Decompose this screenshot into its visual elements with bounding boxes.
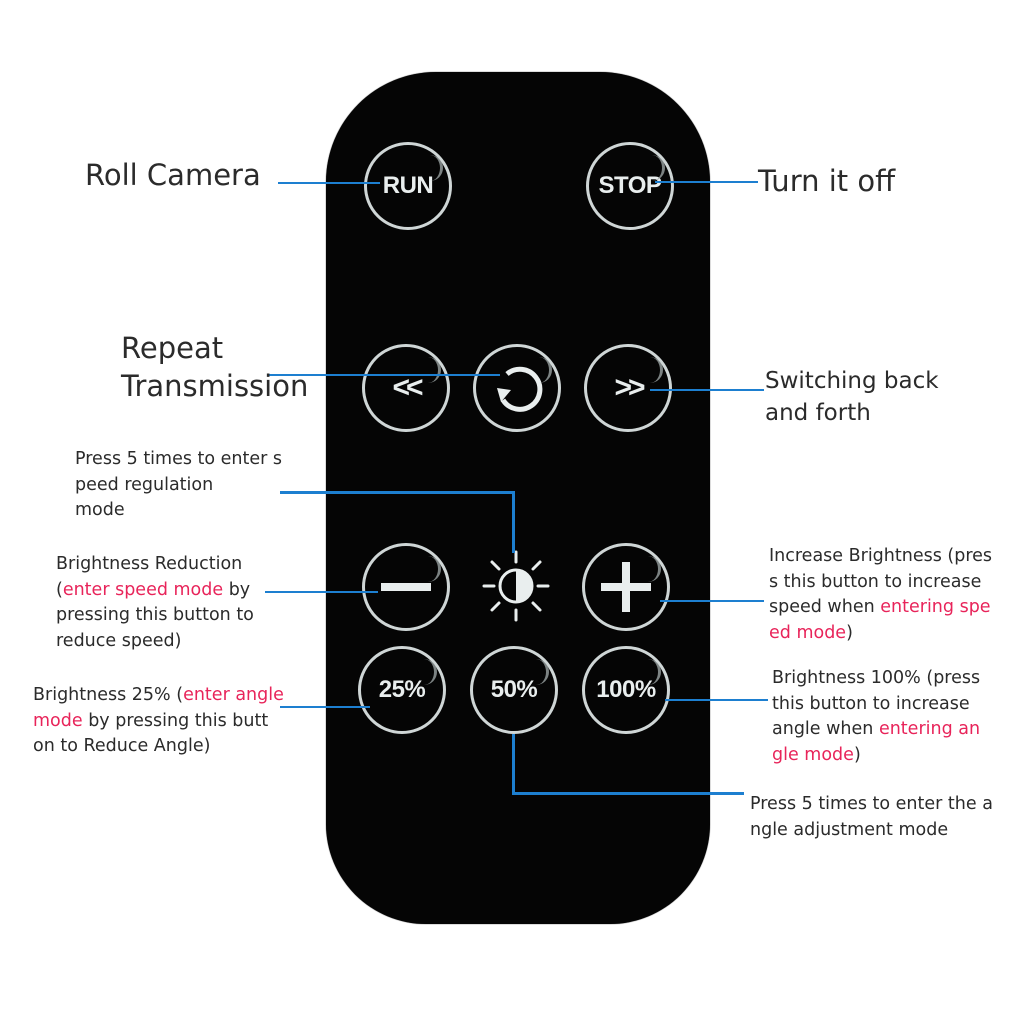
run-button-label: RUN (382, 172, 434, 199)
plus-icon (601, 562, 651, 612)
brightness-25-label: 25% (378, 676, 426, 703)
brightness-25-button[interactable]: 25% (358, 646, 446, 734)
callout-brightness-reduction: Brightness Reduction (enter speed mode b… (56, 552, 254, 654)
brightness-down-button[interactable] (362, 543, 450, 631)
callout-text: ) (853, 744, 861, 765)
forward-button-label: >> (614, 371, 645, 404)
leader-speed-mode-h (280, 491, 514, 494)
leader-brightness-reduction (265, 591, 378, 593)
callout-repeat-transmission: Repeat Transmission (121, 331, 309, 403)
rewind-button[interactable]: << (362, 344, 450, 432)
brightness-icon[interactable] (476, 546, 556, 626)
callout-highlight: entering spe ed mode (769, 597, 991, 643)
callout-text: Brightness 100% (press this button to in… (772, 668, 981, 739)
callout-highlight: enter angle mode (33, 685, 284, 731)
callout-highlight: entering an gle mode (772, 719, 981, 765)
brightness-100-label: 100% (596, 676, 656, 703)
stop-button-label: STOP (598, 172, 662, 199)
forward-button[interactable]: >> (584, 344, 672, 432)
repeat-icon (489, 360, 545, 416)
leader-angle-mode-h (512, 792, 744, 795)
callout-highlight: enter speed mode (62, 579, 224, 600)
callout-roll-camera: Roll Camera (85, 158, 261, 192)
callout-turn-off: Turn it off (758, 164, 896, 198)
leader-brightness-100 (665, 699, 768, 701)
callout-text: Increase Brightness (pres s this button … (769, 546, 993, 617)
run-button[interactable]: RUN (364, 142, 452, 230)
stop-button[interactable]: STOP (586, 142, 674, 230)
minus-icon (381, 581, 431, 593)
callout-increase-brightness: Increase Brightness (pres s this button … (769, 544, 992, 646)
leader-roll-camera (278, 182, 380, 184)
callout-text: ) (846, 622, 853, 643)
leader-switching (650, 389, 764, 391)
callout-text: Brightness Reduction ( (56, 554, 243, 600)
leader-repeat (268, 374, 500, 376)
callout-text: by pressing this button to reduce speed) (56, 579, 254, 651)
brightness-50-button[interactable]: 50% (470, 646, 558, 734)
callout-brightness-25: Brightness 25% (enter angle mode by pres… (33, 683, 284, 760)
callout-speed-mode: Press 5 times to enter s peed regulation… (75, 449, 283, 520)
callout-angle-mode: Press 5 times to enter the a ngle adjust… (750, 794, 993, 840)
leader-angle-mode-v (512, 734, 515, 794)
callout-switching: Switching back and forth (765, 368, 939, 426)
callout-brightness-100: Brightness 100% (press this button to in… (772, 666, 980, 768)
leader-increase-brightness (660, 600, 764, 602)
leader-turn-off (655, 181, 758, 183)
brightness-up-button[interactable] (582, 543, 670, 631)
brightness-100-button[interactable]: 100% (582, 646, 670, 734)
brightness-50-label: 50% (490, 676, 538, 703)
rewind-button-label: << (392, 371, 423, 404)
leader-speed-mode-v (512, 491, 515, 553)
callout-text: by pressing this butt on to Reduce Angle… (33, 710, 269, 757)
leader-brightness-25 (280, 706, 370, 708)
repeat-button[interactable] (473, 344, 561, 432)
callout-text: Brightness 25% ( (33, 685, 184, 705)
